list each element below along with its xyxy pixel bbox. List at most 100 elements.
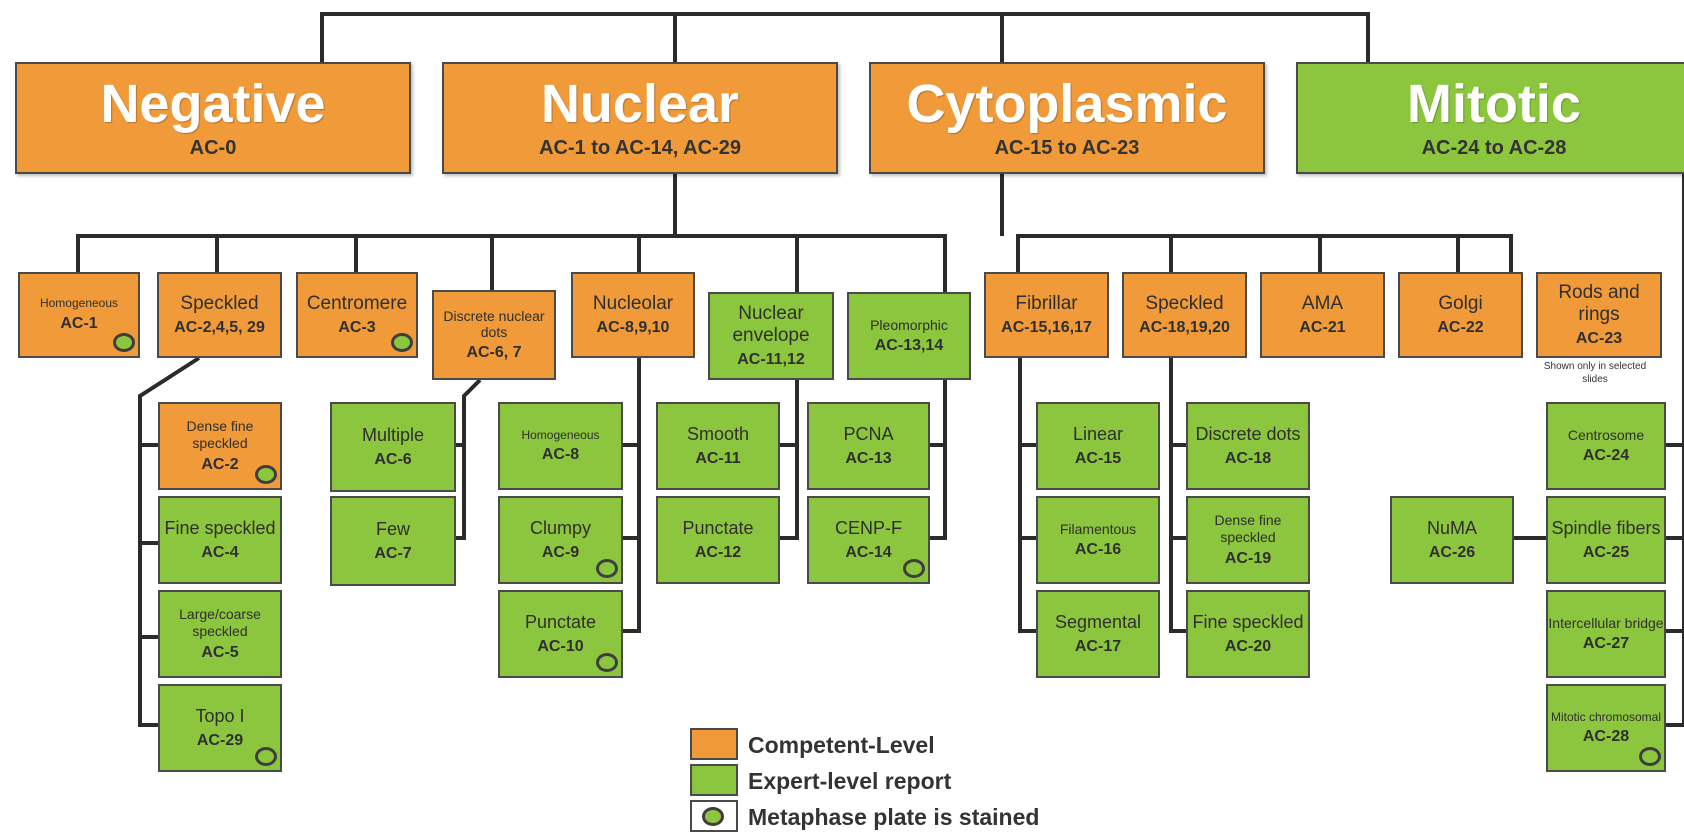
group-code: AC-8,9,10 bbox=[596, 318, 670, 336]
group-ama: AMA AC-21 bbox=[1260, 272, 1385, 358]
leaf-mitotic-chromosomal: Mitotic chromosomal AC-28 bbox=[1546, 684, 1666, 772]
category-nuclear: Nuclear AC-1 to AC-14, AC-29 bbox=[442, 62, 838, 174]
group-title: AMA bbox=[1301, 293, 1344, 315]
leaf-cyto-fine-speckled: Fine speckled AC-20 bbox=[1186, 590, 1310, 678]
group-title: Golgi bbox=[1438, 293, 1483, 315]
metaphase-icon bbox=[255, 747, 277, 766]
leaf-discrete-dots: Discrete dots AC-18 bbox=[1186, 402, 1310, 490]
metaphase-icon bbox=[1639, 747, 1661, 766]
group-nucleolar: Nucleolar AC-8,9,10 bbox=[571, 272, 695, 358]
group-code: AC-3 bbox=[338, 318, 376, 336]
group-title: Nuclear envelope bbox=[732, 303, 810, 346]
leaf-title: Punctate bbox=[682, 518, 754, 539]
leaf-code: AC-18 bbox=[1224, 449, 1272, 467]
group-cyto-speckled: Speckled AC-18,19,20 bbox=[1122, 272, 1247, 358]
metaphase-icon bbox=[903, 559, 925, 578]
leaf-linear: Linear AC-15 bbox=[1036, 402, 1160, 490]
leaf-code: AC-9 bbox=[541, 543, 580, 561]
group-fibrillar: Fibrillar AC-15,16,17 bbox=[984, 272, 1109, 358]
leaf-code: AC-14 bbox=[845, 543, 892, 561]
leaf-code: AC-2 bbox=[201, 455, 239, 473]
leaf-title: Fine speckled bbox=[1192, 612, 1304, 633]
leaf-title: Topo I bbox=[195, 706, 245, 727]
leaf-code: AC-12 bbox=[694, 543, 742, 561]
legend-swatch-expert bbox=[690, 764, 738, 796]
leaf-code: AC-17 bbox=[1074, 637, 1122, 655]
metaphase-icon bbox=[596, 653, 618, 672]
leaf-segmental: Segmental AC-17 bbox=[1036, 590, 1160, 678]
group-pleomorphic: Pleomorphic AC-13,14 bbox=[847, 292, 971, 380]
category-code: AC-15 to AC-23 bbox=[994, 136, 1140, 159]
group-title: Speckled bbox=[1145, 293, 1224, 315]
group-code: AC-15,16,17 bbox=[1001, 318, 1092, 336]
leaf-code: AC-24 bbox=[1582, 447, 1630, 465]
leaf-title: NuMA bbox=[1426, 518, 1477, 539]
leaf-filamentous: Filamentous AC-16 bbox=[1036, 496, 1160, 584]
leaf-title: Clumpy bbox=[529, 518, 591, 539]
leaf-code: AC-11 bbox=[695, 449, 741, 467]
leaf-title: Homogeneous bbox=[521, 427, 600, 442]
metaphase-icon bbox=[596, 559, 618, 578]
category-title: Nuclear bbox=[540, 73, 740, 134]
category-code: AC-24 to AC-28 bbox=[1421, 136, 1567, 159]
leaf-title: Dense fine speckled bbox=[186, 418, 254, 451]
leaf-code: AC-20 bbox=[1224, 637, 1272, 655]
group-title: Speckled bbox=[180, 293, 259, 315]
leaf-code: AC-29 bbox=[196, 731, 244, 749]
leaf-code: AC-28 bbox=[1582, 728, 1630, 746]
group-code: AC-22 bbox=[1437, 318, 1484, 336]
leaf-topo-i: Topo I AC-29 bbox=[158, 684, 282, 772]
category-negative: Negative AC-0 bbox=[15, 62, 411, 174]
category-code: AC-0 bbox=[189, 136, 237, 159]
leaf-title: Intercellular bridge bbox=[1548, 614, 1664, 631]
leaf-title: Mitotic chromosomal bbox=[1550, 709, 1662, 724]
leaf-title: Large/coarse speckled bbox=[179, 606, 261, 639]
group-rods-and-rings: Rods and rings AC-23 bbox=[1536, 272, 1662, 358]
category-mitotic: Mitotic AC-24 to AC-28 bbox=[1296, 62, 1684, 174]
leaf-title: Dense fine speckled bbox=[1214, 512, 1282, 545]
leaf-title: PCNA bbox=[843, 424, 894, 445]
group-code: AC-13,14 bbox=[874, 337, 944, 355]
leaf-code: AC-6 bbox=[374, 450, 412, 468]
metaphase-icon bbox=[255, 465, 277, 484]
leaf-title: Punctate bbox=[524, 612, 597, 633]
leaf-code: AC-16 bbox=[1074, 541, 1122, 559]
group-title: Pleomorphic bbox=[870, 316, 948, 333]
group-code: AC-6, 7 bbox=[466, 344, 522, 362]
group-title: Nucleolar bbox=[592, 293, 674, 315]
leaf-title: Spindle fibers bbox=[1551, 518, 1661, 539]
group-code: AC-11,12 bbox=[737, 350, 805, 368]
leaf-centrosome: Centrosome AC-24 bbox=[1546, 402, 1666, 490]
group-title: Fibrillar bbox=[1015, 293, 1078, 315]
leaf-code: AC-8 bbox=[541, 446, 580, 464]
group-title: Centromere bbox=[306, 293, 408, 315]
leaf-code: AC-13 bbox=[845, 449, 892, 467]
group-title: Discrete nuclear dots bbox=[443, 307, 545, 340]
category-cytoplasmic: Cytoplasmic AC-15 to AC-23 bbox=[869, 62, 1265, 174]
leaf-title: Filamentous bbox=[1059, 520, 1137, 537]
leaf-code: AC-10 bbox=[537, 637, 584, 655]
leaf-few: Few AC-7 bbox=[330, 496, 456, 586]
group-title: Rods and rings bbox=[1558, 282, 1640, 325]
leaf-title: Smooth bbox=[686, 424, 750, 445]
legend-swatch-metaphase bbox=[690, 800, 738, 832]
rods-note: Shown only in selected slides bbox=[1543, 361, 1647, 385]
leaf-title: Linear bbox=[1072, 424, 1124, 445]
leaf-title: Discrete dots bbox=[1195, 424, 1301, 445]
legend-label-expert: Expert-level report bbox=[748, 768, 952, 794]
metaphase-icon bbox=[702, 807, 724, 826]
group-speckled: Speckled AC-2,4,5, 29 bbox=[157, 272, 282, 358]
leaf-code: AC-5 bbox=[201, 643, 239, 661]
leaf-code: AC-4 bbox=[201, 543, 239, 561]
leaf-nucleolar-punctate: Punctate AC-10 bbox=[498, 590, 623, 678]
leaf-title: CENP-F bbox=[835, 518, 902, 539]
leaf-code: AC-7 bbox=[374, 544, 412, 562]
leaf-dense-fine-speckled: Dense fine speckled AC-2 bbox=[158, 402, 282, 490]
leaf-cyto-dense-fine-speckled: Dense fine speckled AC-19 bbox=[1186, 496, 1310, 584]
group-golgi: Golgi AC-22 bbox=[1398, 272, 1523, 358]
leaf-code: AC-25 bbox=[1582, 543, 1630, 561]
legend-swatch-competent bbox=[690, 728, 738, 760]
leaf-title: Segmental bbox=[1054, 612, 1142, 633]
leaf-numa: NuMA AC-26 bbox=[1390, 496, 1514, 584]
